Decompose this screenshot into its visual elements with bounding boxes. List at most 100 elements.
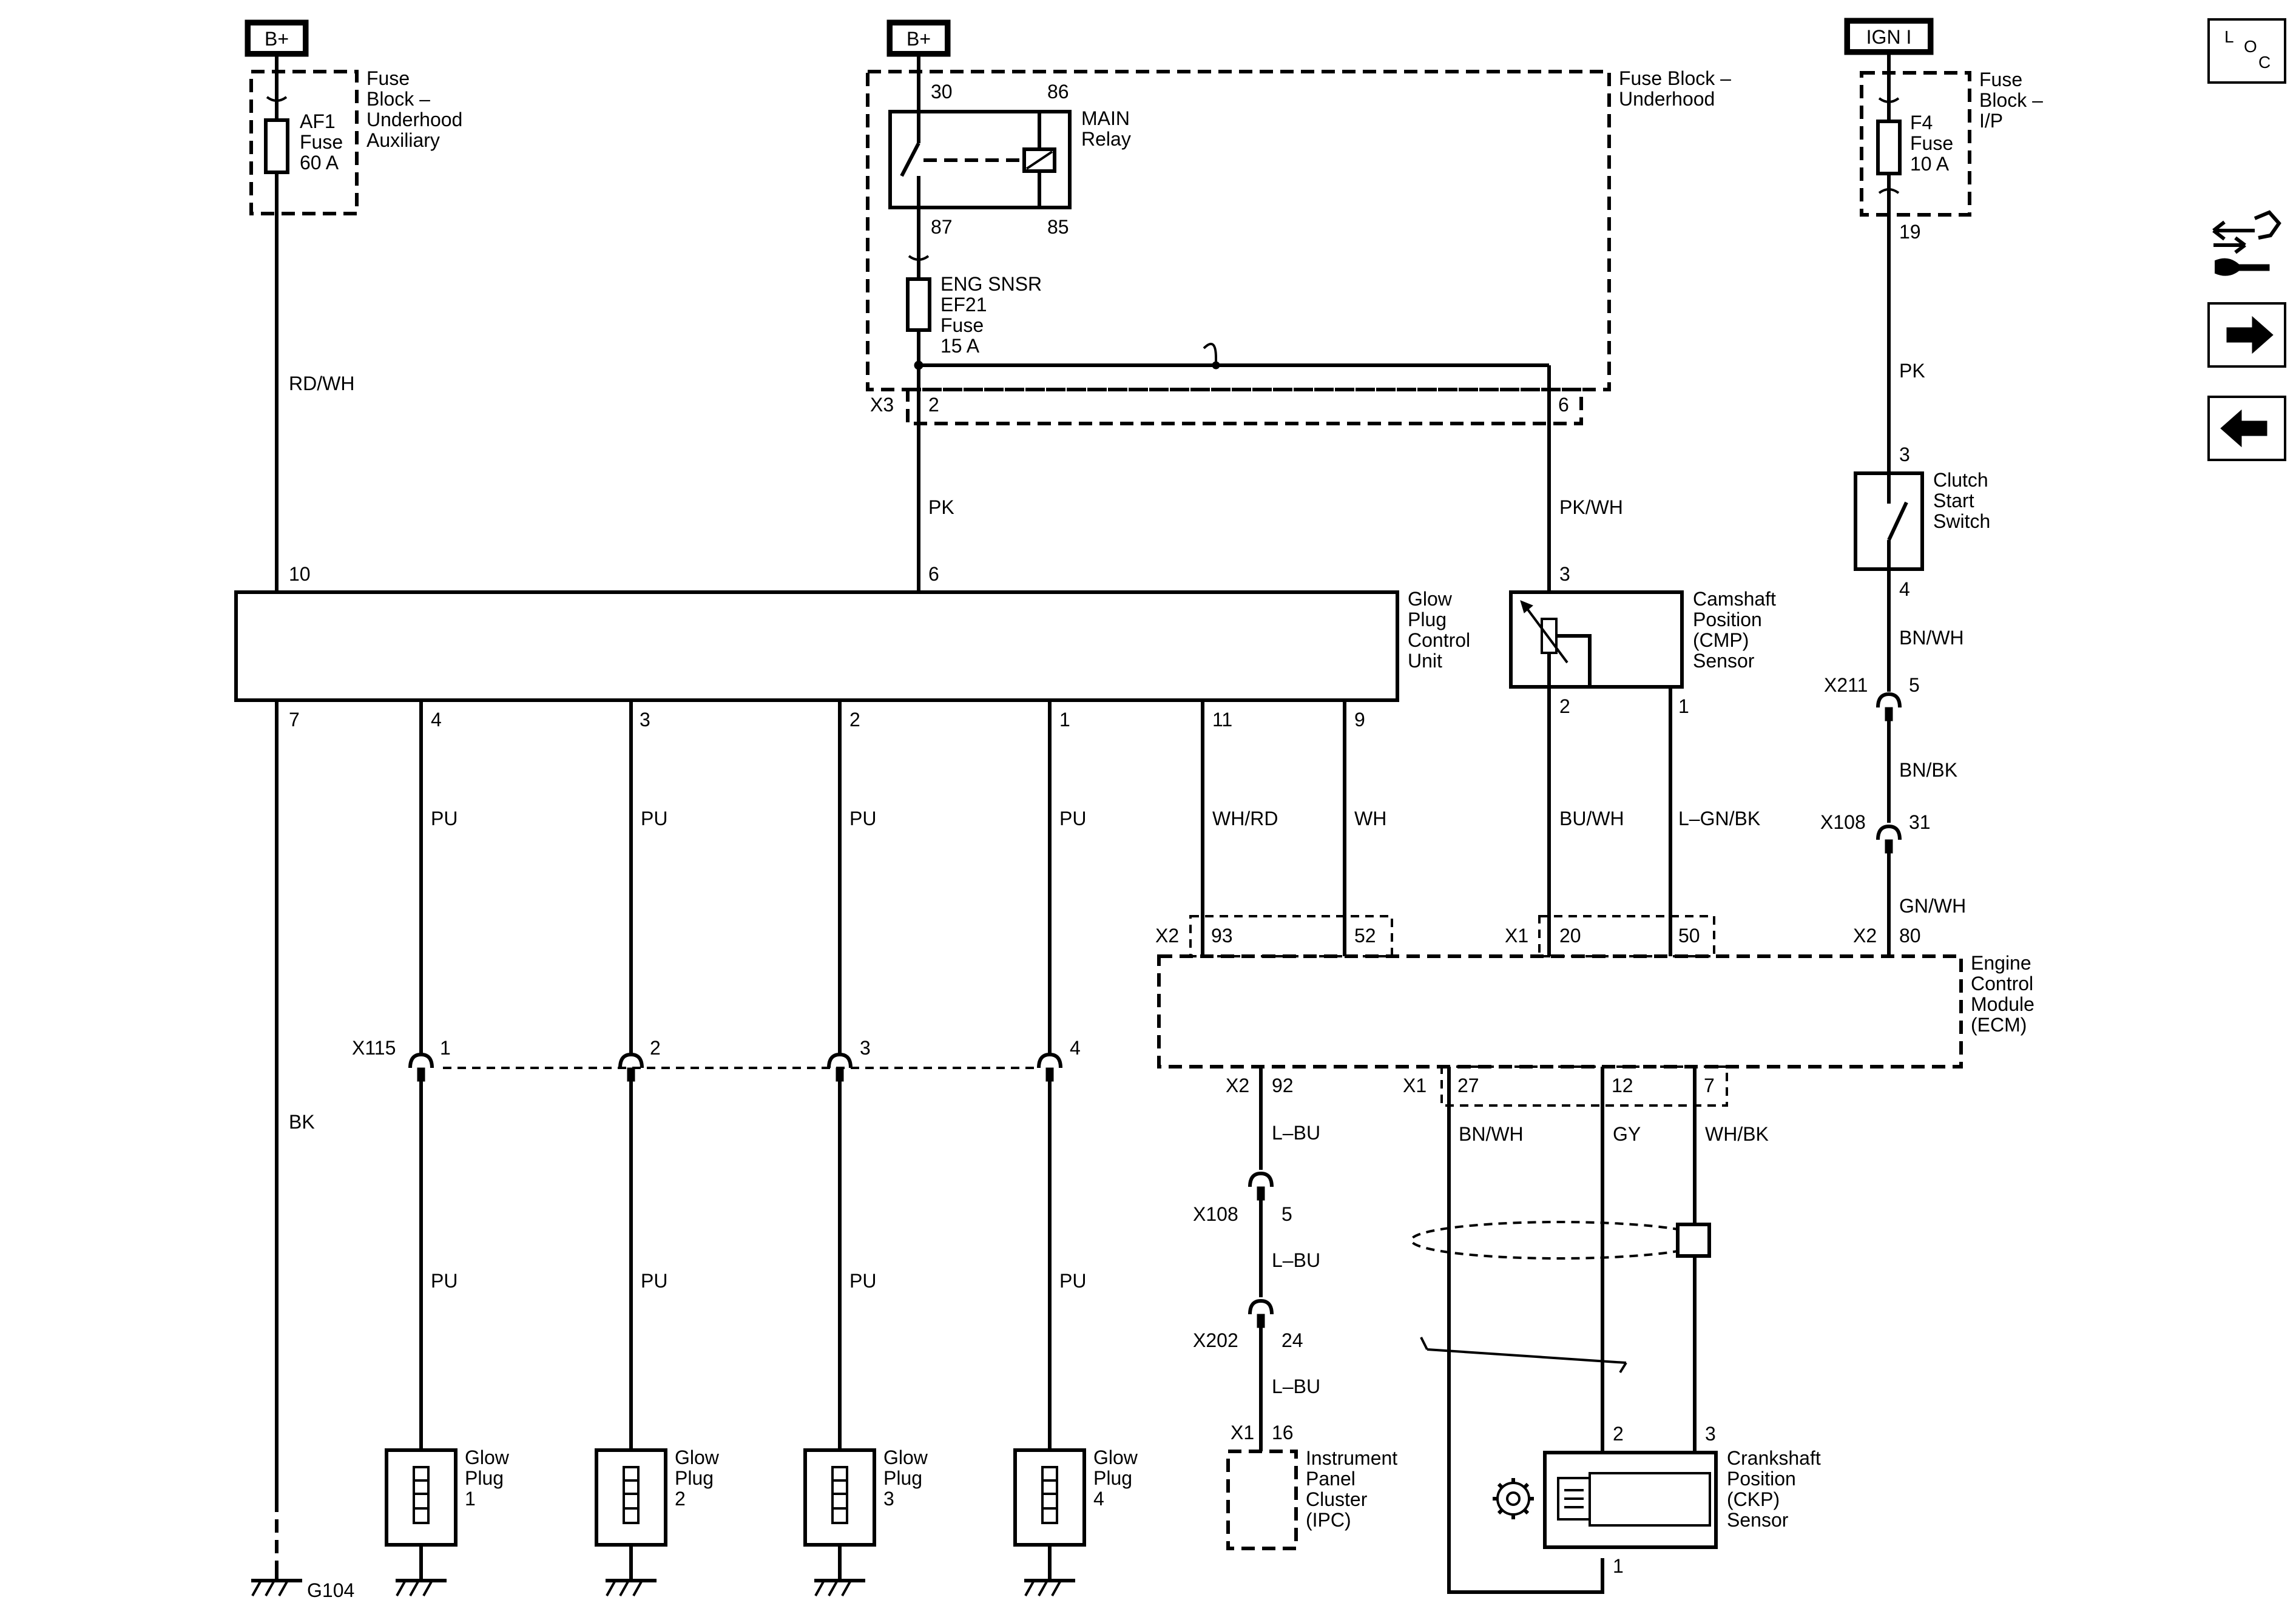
svg-text:19: 19 [1899, 221, 1921, 243]
svg-text:3: 3 [860, 1037, 871, 1059]
svg-text:3: 3 [1559, 563, 1570, 585]
engine-control-module [1157, 954, 1963, 1068]
svg-text:4: 4 [1899, 578, 1910, 600]
glow-plug-4-circuit [1013, 700, 1086, 1596]
svg-text:2: 2 [675, 1488, 686, 1510]
svg-text:Plug: Plug [465, 1467, 504, 1489]
ground-g104 [251, 1571, 302, 1596]
svg-text:7: 7 [289, 709, 300, 731]
svg-text:I/P: I/P [1979, 110, 2003, 132]
svg-text:1: 1 [465, 1488, 476, 1510]
main-relay-contact [900, 142, 920, 177]
svg-text:92: 92 [1272, 1075, 1294, 1096]
svg-text:Switch: Switch [1933, 510, 1990, 532]
glow-plug-2-box [595, 1448, 667, 1547]
svg-text:1: 1 [1678, 695, 1689, 717]
eng-snsr-fuse-label: ENG SNSR [940, 273, 1042, 295]
svg-text:Plug: Plug [675, 1467, 714, 1489]
svg-text:1: 1 [440, 1037, 451, 1059]
svg-text:Cluster: Cluster [1306, 1488, 1368, 1510]
glow-plug-2-label: Glow [675, 1447, 720, 1468]
svg-text:12: 12 [1612, 1075, 1633, 1096]
ckp-sensor-label: Crankshaft [1727, 1447, 1821, 1469]
ign-source: IGN I [1844, 18, 1934, 55]
svg-text:X115: X115 [352, 1037, 396, 1059]
svg-text:2: 2 [1613, 1423, 1624, 1445]
x108-connector-ign [1876, 824, 1902, 854]
svg-text:(CMP): (CMP) [1693, 629, 1749, 651]
svg-text:PU: PU [641, 1270, 667, 1292]
glow-plug-3-circuit [803, 700, 876, 1596]
svg-text:2: 2 [1559, 695, 1570, 717]
svg-text:10: 10 [289, 563, 311, 585]
svg-text:(IPC): (IPC) [1306, 1509, 1351, 1531]
svg-text:X211: X211 [1824, 674, 1868, 696]
wire-label-bn-bk: BN/BK [1899, 759, 1957, 781]
glow-plug-2-circuit [595, 700, 667, 1596]
svg-text:Position: Position [1693, 609, 1762, 630]
glow-plug-1-circuit [385, 700, 458, 1596]
svg-text:15 A: 15 A [940, 335, 980, 357]
svg-text:B+: B+ [265, 28, 289, 50]
svg-text:Control: Control [1971, 973, 2033, 994]
svg-text:Fuse: Fuse [940, 314, 984, 336]
svg-text:X2: X2 [1853, 925, 1877, 947]
svg-text:6: 6 [928, 563, 939, 585]
svg-text:Plug: Plug [1408, 609, 1447, 630]
svg-text:Sensor: Sensor [1727, 1509, 1789, 1531]
fuse-block-underhood-label: Fuse Block – [1619, 67, 1731, 89]
ipc-label: Instrument [1306, 1447, 1397, 1469]
svg-text:27: 27 [1457, 1075, 1479, 1096]
svg-text:24: 24 [1281, 1329, 1303, 1351]
wire-label-pk: PK [928, 496, 954, 518]
svg-text:X202: X202 [1193, 1329, 1238, 1351]
svg-text:X108: X108 [1820, 811, 1866, 833]
svg-text:Underhood: Underhood [1619, 88, 1715, 110]
location-view-button[interactable]: L O C [2207, 18, 2286, 84]
glow-plug-control-unit [234, 590, 1399, 702]
fuse-block-aux-outline [249, 70, 359, 215]
svg-text:86: 86 [1047, 81, 1069, 103]
svg-text:6: 6 [1558, 394, 1569, 416]
svg-text:85: 85 [1047, 216, 1069, 238]
x211-connector [1876, 692, 1902, 721]
svg-text:L: L [2224, 27, 2234, 46]
svg-text:X2: X2 [1226, 1075, 1249, 1096]
svg-text:EF21: EF21 [940, 294, 987, 316]
af1-fuse-icon [264, 118, 289, 174]
svg-text:20: 20 [1559, 925, 1581, 947]
x202-connector [1248, 1298, 1274, 1328]
wire-label-lgn-bk: L–GN/BK [1678, 808, 1760, 829]
glow-plug-4-box [1013, 1448, 1086, 1547]
svg-text:PU: PU [1059, 1270, 1086, 1292]
next-page-button[interactable] [2207, 302, 2286, 368]
b-plus-source-mid: B+ [886, 19, 951, 57]
svg-text:Block –: Block – [366, 88, 430, 110]
wire-label-wh-bk: WH/BK [1705, 1123, 1769, 1145]
wire-label-bn-wh-ckp: BN/WH [1459, 1123, 1524, 1145]
svg-text:52: 52 [1354, 925, 1376, 947]
svg-text:Module: Module [1971, 993, 2034, 1015]
svg-text:X1: X1 [1403, 1075, 1427, 1096]
svg-text:L–BU: L–BU [1272, 1376, 1320, 1397]
svg-text:PU: PU [849, 1270, 876, 1292]
f4-fuse-icon [1876, 120, 1902, 175]
svg-text:Position: Position [1727, 1468, 1796, 1490]
wire-label-rd-wh: RD/WH [289, 373, 354, 394]
clutch-start-switch-label: Clutch [1933, 469, 1988, 491]
svg-text:PU: PU [849, 808, 876, 829]
svg-text:2: 2 [928, 394, 939, 416]
fuse-aux-connector-mark [266, 96, 288, 102]
svg-text:9: 9 [1354, 709, 1365, 731]
svg-text:60 A: 60 A [300, 152, 339, 174]
svg-text:PU: PU [431, 808, 458, 829]
cmp-sensor [1509, 590, 1684, 689]
svg-text:X1: X1 [1505, 925, 1528, 947]
svg-text:Plug: Plug [883, 1467, 922, 1489]
svg-text:3: 3 [1899, 444, 1910, 465]
previous-page-button[interactable] [2207, 396, 2286, 461]
fuse-block-ip-outline [1860, 71, 1971, 217]
svg-text:1: 1 [1613, 1555, 1624, 1577]
component-connector-view-icon[interactable] [2212, 210, 2281, 276]
